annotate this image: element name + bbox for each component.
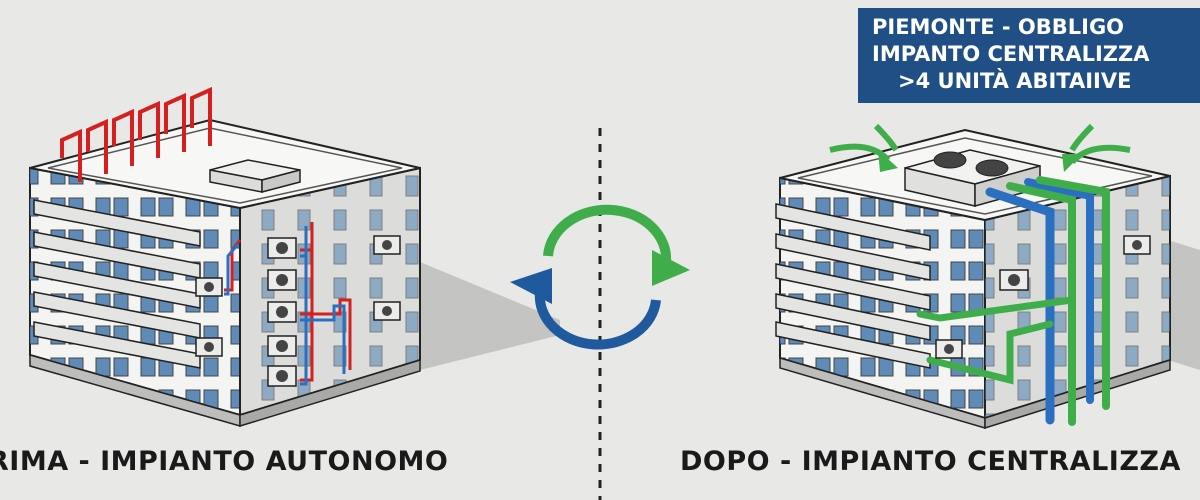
region-obligation-banner: PIEMONTE - OBBLIGO IMPANTO CENTRALIZZA >…: [858, 8, 1200, 103]
banner-line-1: PIEMONTE - OBBLIGO: [872, 15, 1125, 39]
roof: [29, 118, 421, 210]
refresh-cycle-icon: [510, 204, 690, 350]
red-roof-pipes: [60, 86, 212, 182]
building-after: [775, 123, 1200, 430]
central-risers: [916, 176, 1110, 426]
building-before: [29, 86, 560, 428]
caption-before: RIMA - IMPIANTO AUTONOMO: [0, 446, 449, 477]
building-shadow: [420, 262, 560, 370]
caption-after: DOPO - IMPIANTO CENTRALIZZA: [680, 446, 1181, 477]
ac-units: [195, 235, 401, 387]
balconies: [33, 199, 201, 369]
building-shadow: [1168, 240, 1200, 370]
facade-pipes: [224, 222, 352, 386]
banner-line-2: IMPANTO CENTRALIZZA: [872, 42, 1150, 66]
banner-line-3: >4 UNITÀ ABITAIIVE: [898, 69, 1132, 93]
balconies: [775, 203, 931, 369]
